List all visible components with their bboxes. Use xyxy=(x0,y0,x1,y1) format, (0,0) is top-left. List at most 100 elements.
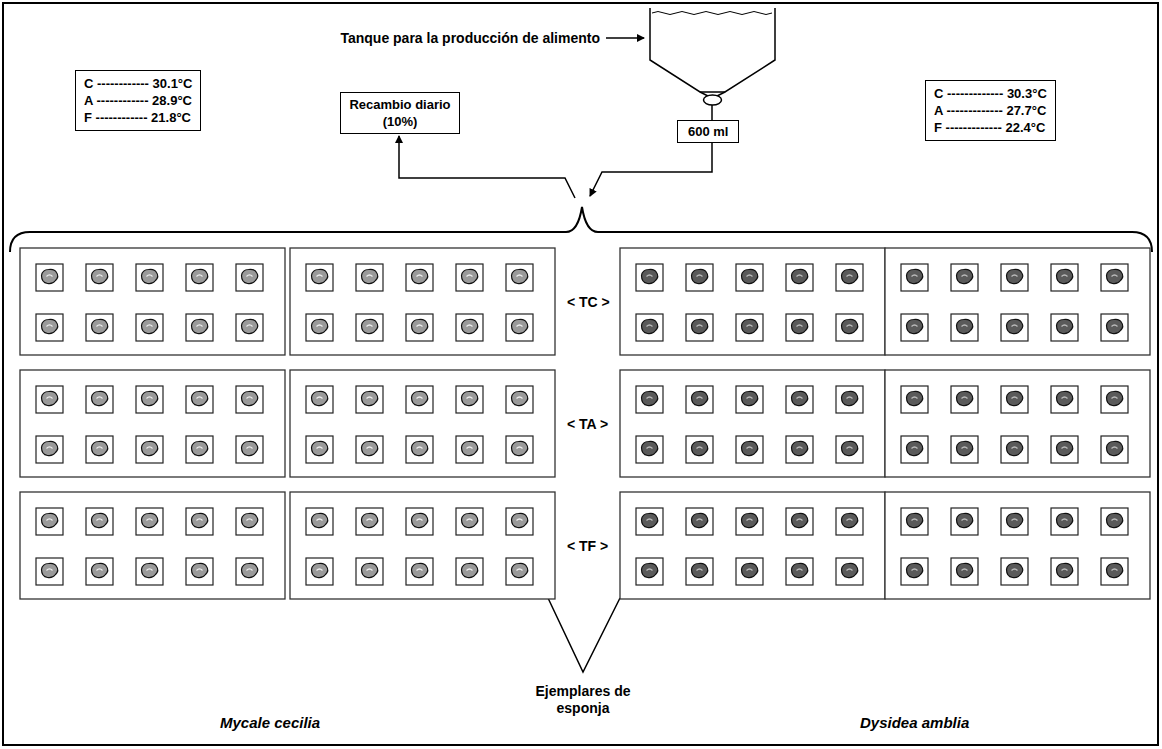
sponge-highlight xyxy=(697,519,703,521)
sponge-specimen xyxy=(462,391,478,405)
sponge-specimen xyxy=(92,391,108,405)
sponge-highlight xyxy=(847,397,853,399)
sponge-specimen xyxy=(142,391,158,405)
sponge-specimen xyxy=(842,513,858,527)
sponge-highlight xyxy=(647,397,653,399)
sponge-specimen xyxy=(462,319,478,333)
pointer-arrow xyxy=(606,37,644,39)
node-text: C ------------ 30.1°C xyxy=(84,75,192,92)
sponge-specimen xyxy=(742,441,758,455)
sponge-container xyxy=(836,264,863,291)
sponge-highlight xyxy=(697,397,703,399)
sponge-container xyxy=(1101,386,1128,413)
aquarium-box xyxy=(20,248,285,355)
sponge-container xyxy=(736,314,763,341)
sponge-specimen xyxy=(412,391,428,405)
sponge-container xyxy=(356,436,383,463)
sponge-container xyxy=(36,386,63,413)
sponge-container xyxy=(456,558,483,585)
sponge-container xyxy=(406,558,433,585)
sponge-container xyxy=(736,558,763,585)
sponge-specimen xyxy=(842,269,858,283)
sponge-highlight xyxy=(147,325,153,327)
node-text: C ------------- 30.3°C xyxy=(934,85,1047,102)
sponge-specimen xyxy=(742,391,758,405)
sponge-highlight xyxy=(1062,569,1068,571)
sponge-specimen xyxy=(362,513,378,527)
sponge-specimen xyxy=(957,441,973,455)
sponge-specimen xyxy=(1007,563,1023,577)
sponge-container xyxy=(636,436,663,463)
sponge-container xyxy=(636,314,663,341)
sponge-container xyxy=(686,508,713,535)
sponge-container xyxy=(456,264,483,291)
sponge-specimen xyxy=(742,319,758,333)
sponge-specimen xyxy=(792,391,808,405)
sponge-specimen xyxy=(142,441,158,455)
sponge-highlight xyxy=(1112,447,1118,449)
sponge-container xyxy=(901,558,928,585)
sponge-highlight xyxy=(47,325,53,327)
sponge-highlight xyxy=(1012,447,1018,449)
sponge-container xyxy=(356,264,383,291)
sponge-container xyxy=(1101,436,1128,463)
sponge-container xyxy=(636,508,663,535)
sponge-highlight xyxy=(147,397,153,399)
sponge-container xyxy=(506,558,533,585)
sponge-specimen xyxy=(512,269,528,283)
sponge-container xyxy=(406,436,433,463)
water-surface xyxy=(652,12,772,15)
sponge-container xyxy=(836,386,863,413)
sponge-specimen xyxy=(1007,513,1023,527)
sponge-highlight xyxy=(147,447,153,449)
sponge-highlight xyxy=(467,325,473,327)
sponge-specimen xyxy=(742,513,758,527)
sponge-container xyxy=(456,436,483,463)
sponge-specimen xyxy=(907,441,923,455)
sponge-specimen xyxy=(312,563,328,577)
node-text: F ------------ 21.8°C xyxy=(84,109,192,126)
feed-line xyxy=(590,143,712,196)
sponge-highlight xyxy=(912,519,918,521)
sponge-highlight xyxy=(1112,275,1118,277)
sponge-highlight xyxy=(147,519,153,521)
aquarium-box xyxy=(885,248,1150,355)
sponge-specimen xyxy=(42,563,58,577)
treatment-label: < TA > xyxy=(567,416,608,433)
sponge-container xyxy=(686,558,713,585)
sponge-container xyxy=(786,386,813,413)
sponge-container xyxy=(136,314,163,341)
sponge-specimen xyxy=(512,441,528,455)
sponge-highlight xyxy=(367,569,373,571)
sponge-highlight xyxy=(847,447,853,449)
sponge-specimen xyxy=(792,513,808,527)
sponge-specimen xyxy=(792,269,808,283)
sponge-container xyxy=(456,314,483,341)
sponge-specimen xyxy=(242,441,258,455)
sponge-specimen xyxy=(242,319,258,333)
sponge-container xyxy=(1001,264,1028,291)
aquarium-box xyxy=(620,248,885,355)
sponge-highlight xyxy=(367,397,373,399)
sponge-container xyxy=(1101,314,1128,341)
sponge-highlight xyxy=(317,519,323,521)
sponge-highlight xyxy=(417,569,423,571)
sponge-container xyxy=(736,436,763,463)
sponge-container xyxy=(836,436,863,463)
sponge-container xyxy=(736,386,763,413)
sponge-highlight xyxy=(1062,397,1068,399)
sponge-highlight xyxy=(97,569,103,571)
sponge-specimen xyxy=(957,563,973,577)
sponge-container xyxy=(836,314,863,341)
sponge-highlight xyxy=(747,519,753,521)
sponge-highlight xyxy=(747,397,753,399)
sponge-highlight xyxy=(317,275,323,277)
sponge-highlight xyxy=(912,447,918,449)
tank-grid xyxy=(20,248,1150,599)
sponge-specimen xyxy=(692,269,708,283)
sponge-container xyxy=(356,314,383,341)
aquarium-box xyxy=(885,370,1150,477)
sponge-highlight xyxy=(962,519,968,521)
sponge-specimen xyxy=(512,563,528,577)
